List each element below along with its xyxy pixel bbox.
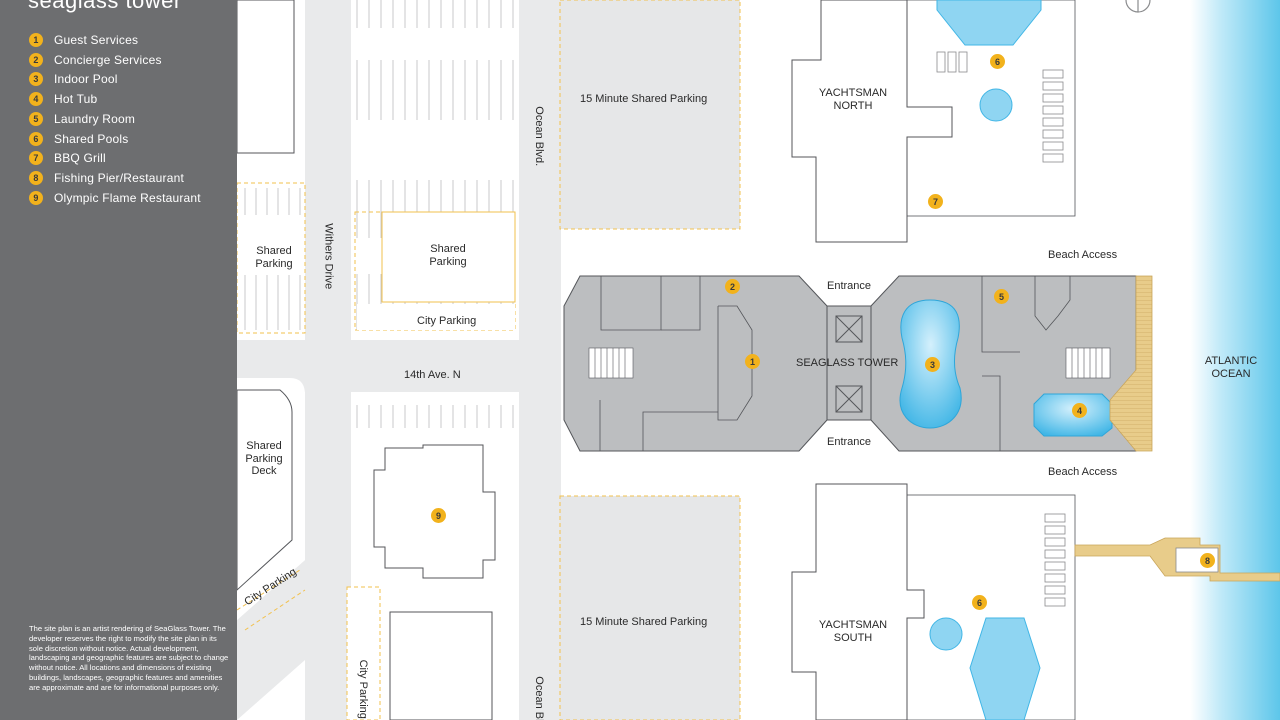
- vertical-city-parking: [346, 586, 381, 720]
- compass-icon: [1125, 0, 1151, 13]
- marker-olympic-flame-restaurant[interactable]: 9: [431, 508, 446, 523]
- fifteen-minute-parking-top: [559, 0, 741, 230]
- legend-item-label: Concierge Services: [54, 52, 162, 67]
- shared-parking-area: [381, 211, 516, 303]
- legend-item-indoor-pool: 3 Indoor Pool: [29, 70, 201, 90]
- south-pool-large: [969, 617, 1041, 720]
- fifteen-min-parking-bottom-label: 15 Minute Shared Parking: [580, 616, 708, 628]
- 14th-avenue-label: 14th Ave. N: [404, 369, 461, 381]
- stairwell-west: [588, 347, 634, 379]
- north-lounge-chairs: [936, 51, 1064, 163]
- ocean-blvd-top-label: Ocean Blvd.: [533, 106, 546, 167]
- legend-item-label: Fishing Pier/Restaurant: [54, 171, 184, 186]
- legend-item-bbq-grill: 7 BBQ Grill: [29, 149, 201, 169]
- marker-hot-tub[interactable]: 4: [1072, 403, 1087, 418]
- yachtsman-south-building: [791, 483, 925, 720]
- city-parking-area: [357, 304, 515, 330]
- seaglass-tower-west-wing: [563, 275, 828, 452]
- interior-walls: [599, 276, 1071, 451]
- legend-item-olympic-flame-restaurant: 9 Olympic Flame Restaurant: [29, 188, 201, 208]
- city-parking-vert-label: City Parking: [356, 659, 369, 719]
- yachtsman-south-label: YACHTSMAN SOUTH: [818, 619, 888, 644]
- stairwell-east: [1065, 347, 1111, 379]
- amenity-legend: 1 Guest Services 2 Concierge Services 3 Ind…: [29, 30, 201, 208]
- fifteen-minute-parking-bottom: [559, 495, 741, 720]
- tower-ocean-deck: [1109, 275, 1153, 452]
- legend-number-badge: 6: [29, 131, 43, 146]
- legend-number-badge: 3: [29, 72, 43, 87]
- diagonal-road: [237, 560, 305, 720]
- entrance-bottom-label: Entrance: [827, 436, 872, 448]
- left-parking-aisle: [238, 215, 304, 275]
- shared-parking-deck-label: Shared Parking Deck: [245, 440, 283, 477]
- south-lounge-chairs: [1044, 513, 1066, 607]
- disclaimer-text: The site plan is an artist rendering of …: [29, 624, 229, 692]
- legend-number-badge: 4: [29, 92, 43, 107]
- legend-number-badge: 9: [29, 190, 43, 205]
- legend-item-label: Laundry Room: [54, 111, 136, 126]
- yachtsman-north-label: YACHTSMAN NORTH: [818, 87, 888, 112]
- legend-item-label: Shared Pools: [54, 131, 129, 146]
- fifteen-min-parking-top-label: 15 Minute Shared Parking: [580, 93, 708, 105]
- legend-item-label: Hot Tub: [54, 92, 98, 107]
- legend-item-laundry-room: 5 Laundry Room: [29, 109, 201, 129]
- marker-bbq-grill[interactable]: 7: [928, 194, 943, 209]
- marker-concierge-services[interactable]: 2: [725, 279, 740, 294]
- north-pool-large: [936, 0, 1042, 46]
- legend-item-guest-services: 1 Guest Services: [29, 30, 201, 50]
- marker-fishing-pier[interactable]: 8: [1200, 553, 1215, 568]
- marker-laundry-room[interactable]: 5: [994, 289, 1009, 304]
- marker-shared-pools-north[interactable]: 6: [990, 54, 1005, 69]
- north-pool-round: [979, 88, 1013, 122]
- building-bottom-left: [389, 611, 493, 720]
- legend-number-badge: 5: [29, 111, 43, 126]
- left-shared-parking-outline: [237, 182, 306, 334]
- legend-number-badge: 8: [29, 171, 43, 186]
- marker-guest-services[interactable]: 1: [745, 354, 760, 369]
- shared-parking-left-label: Shared Parking: [255, 245, 293, 270]
- brand-title: seaglass tower: [28, 0, 182, 13]
- marker-indoor-pool[interactable]: 3: [925, 357, 940, 372]
- beach-access-top-label: Beach Access: [1048, 249, 1118, 261]
- restaurant-parking-stalls: [356, 405, 514, 428]
- marker-shared-pools-south[interactable]: 6: [972, 595, 987, 610]
- legend-number-badge: 1: [29, 32, 43, 47]
- yachtsman-north-building: [791, 0, 953, 243]
- diag-city-parking-edge: [237, 569, 301, 611]
- site-plan-map: 15 Minute Shared Parking 15 Minute Share…: [237, 0, 1280, 720]
- beach-access-bottom-label: Beach Access: [1048, 466, 1118, 478]
- legend-item-label: BBQ Grill: [54, 151, 106, 166]
- city-parking-mid-label: City Parking: [417, 315, 477, 327]
- south-pool-round: [929, 617, 963, 651]
- shared-parking-mid-label: Shared Parking: [429, 243, 467, 268]
- legend-item-concierge-services: 2 Concierge Services: [29, 50, 201, 70]
- legend-item-hot-tub: 4 Hot Tub: [29, 89, 201, 109]
- shared-parking-deck: [237, 389, 293, 591]
- ocean-blvd-bottom-label: Ocean Blvd.: [533, 676, 546, 720]
- legend-number-badge: 2: [29, 52, 43, 67]
- legend-item-fishing-pier: 8 Fishing Pier/Restaurant: [29, 168, 201, 188]
- atlantic-ocean-label: ATLANTIC OCEAN: [1204, 355, 1258, 380]
- withers-drive-label: Withers Drive: [322, 223, 335, 290]
- seaglass-tower-label: SEAGLASS TOWER: [796, 357, 899, 369]
- ocean-area: [1190, 0, 1280, 720]
- diag-city-parking-edge-2: [244, 589, 306, 631]
- legend-number-badge: 7: [29, 151, 43, 166]
- legend-item-shared-pools: 6 Shared Pools: [29, 129, 201, 149]
- legend-sidebar: seaglass tower 1 Guest Services 2 Concierg…: [0, 0, 237, 720]
- legend-item-label: Indoor Pool: [54, 72, 118, 87]
- legend-item-label: Olympic Flame Restaurant: [54, 190, 201, 205]
- legend-item-label: Guest Services: [54, 32, 139, 47]
- site-plan-graphics: [237, 0, 1280, 720]
- left-building-top: [237, 0, 295, 154]
- parking-aisles: [352, 28, 518, 274]
- entrance-top-label: Entrance: [827, 280, 872, 292]
